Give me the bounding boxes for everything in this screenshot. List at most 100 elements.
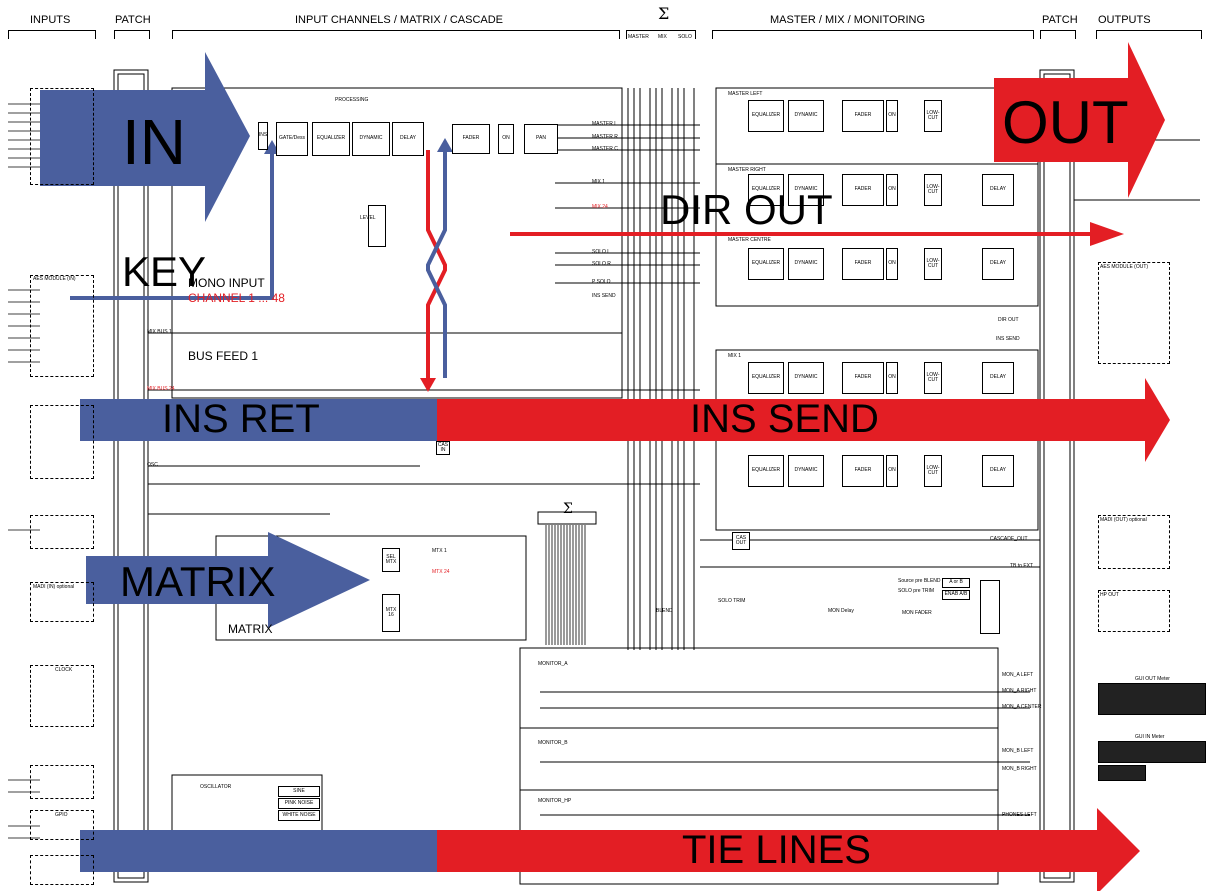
a-or-b-box: A or B — [942, 578, 970, 588]
white-noise-box: WHITE NOISE — [278, 810, 320, 821]
gate-box: GATE/Dess — [276, 122, 308, 156]
master-right-on: ON — [886, 174, 898, 206]
dir-out-small-label: DIR OUT — [998, 317, 1019, 323]
mix24-dyn: DYNAMIC — [788, 455, 824, 487]
osc-label: OSC — [147, 462, 158, 468]
mix24-fader: FADER — [842, 455, 884, 487]
master-left-dyn: DYNAMIC — [788, 100, 824, 132]
delay-box-channel: DELAY — [392, 122, 424, 156]
clock-module — [30, 665, 94, 727]
tb-mic-module — [30, 515, 94, 549]
channel-meter — [368, 205, 386, 247]
master-centre-label: MASTER CENTRE — [728, 237, 771, 243]
ins-ret-label: INS RET — [162, 397, 320, 442]
mix24-lowcut: LOW- CUT — [924, 455, 942, 487]
master-centre-lowcut: LOW- CUT — [924, 248, 942, 280]
mix-bus-1-label: MIX BUS 1 — [147, 329, 172, 335]
mic-line-module — [30, 88, 94, 185]
master-centre-fader: FADER — [842, 248, 884, 280]
solo-l-label: SOLO L — [592, 249, 610, 255]
gpio-module-2 — [30, 855, 94, 885]
mix-bus-24-label: MIX BUS 24 — [147, 386, 175, 392]
dynamic-box-channel: DYNAMIC — [352, 122, 390, 156]
mon-a-center-label: MON_A CENTER — [1002, 704, 1041, 710]
mix1-delay: DELAY — [982, 362, 1014, 394]
sine-box: SINE — [278, 786, 320, 797]
monitor-b-label: MONITOR_B — [538, 740, 568, 746]
clock-label: CLOCK — [55, 667, 72, 673]
midi-module — [30, 765, 94, 799]
solo-trim-label: SOLO TRIM — [718, 598, 745, 604]
mon-b-left-label: MON_B LEFT — [1002, 748, 1033, 754]
level-label: LEVEL — [360, 215, 376, 221]
master-centre-eq: EQUALIZER — [748, 248, 784, 280]
mon-delay-label: MON Delay — [828, 608, 854, 614]
mix1-section-label: MIX 1 — [728, 353, 741, 359]
master-left-label: MASTER LEFT — [728, 91, 762, 97]
ins-send-overlay: INS SEND — [690, 397, 879, 442]
madi-out-label: MADI (OUT) optional — [1100, 517, 1147, 523]
master-right-delay: DELAY — [982, 174, 1014, 206]
gui-in-meter — [1098, 741, 1206, 763]
aes-input-module — [30, 275, 94, 377]
solo-r-label: SOLO R — [592, 261, 611, 267]
blend-label: BLEND — [656, 608, 673, 614]
mon-a-right-label: MON_A RIGHT — [1002, 688, 1036, 694]
processing-label: PROCESSING — [335, 97, 368, 103]
master-centre-dyn: DYNAMIC — [788, 248, 824, 280]
aes-output-module — [1098, 262, 1170, 364]
key-overlay: KEY — [122, 248, 206, 296]
master-l-label: MASTER L — [592, 121, 617, 127]
cascade-out-label: CASCADE_OUT — [990, 536, 1028, 542]
ins-send-label-ch: INS SEND — [592, 293, 616, 299]
sel-mtx-box-16: MTX 16 — [382, 594, 400, 632]
aes-module-out-label: AES MODULE (OUT) — [1100, 264, 1148, 270]
master-right-label: MASTER RIGHT — [728, 167, 766, 173]
master-r-label: MASTER R — [592, 134, 618, 140]
mix24-eq: EQUALIZER — [748, 455, 784, 487]
solo-pre-trim-label: SOLO pre TRIM — [898, 588, 934, 594]
master-left-lowcut: LOW- CUT — [924, 100, 942, 132]
mon-a-left-label: MON_A LEFT — [1002, 672, 1033, 678]
mix1-on: ON — [886, 362, 898, 394]
mix1-lowcut: LOW- CUT — [924, 362, 942, 394]
mon-b-right-label: MON_B RIGHT — [1002, 766, 1037, 772]
mix24-on: ON — [886, 455, 898, 487]
mix1-dyn: DYNAMIC — [788, 362, 824, 394]
gui-out-meter — [1098, 683, 1206, 715]
master-centre-delay: DELAY — [982, 248, 1014, 280]
master-centre-on: ON — [886, 248, 898, 280]
line-in-module — [30, 405, 94, 479]
cas-out-box: CAS OUT — [732, 532, 750, 550]
master-right-lowcut: LOW- CUT — [924, 174, 942, 206]
aes-module-in-label: AES MODULE (IN) — [33, 276, 76, 282]
mon-meter — [980, 580, 1000, 634]
in-arrow-label: IN — [122, 105, 186, 179]
ins-box-1: INS — [258, 122, 268, 150]
eq-box-channel: EQUALIZER — [312, 122, 350, 156]
gui-out-label: GUI OUT Meter — [1135, 676, 1170, 682]
monitor-hp-label: MONITOR_HP — [538, 798, 571, 804]
madi-output-module — [1098, 515, 1170, 569]
gpio-label: GPIO — [55, 812, 68, 818]
source-pre-blend-label: Source pre BLEND — [898, 578, 941, 584]
on-box-channel: ON — [498, 124, 514, 154]
mon-fader-label: MON FADER — [902, 610, 932, 616]
cas-in-box: CAS IN — [436, 441, 450, 455]
matrix-sigma: Σ — [563, 501, 573, 517]
master-c-label: MASTER C — [592, 146, 618, 152]
master-left-fader: FADER — [842, 100, 884, 132]
pan-box: PAN — [524, 124, 558, 154]
sel-mtx-box-1: SEL MTX — [382, 548, 400, 572]
enab-ab-box: ENAB A/B — [942, 590, 970, 600]
fader-box-channel: FADER — [452, 124, 490, 154]
mix-1-label: MIX 1 — [592, 179, 605, 185]
out-arrow-label: OUT — [1002, 88, 1129, 157]
mix-24-label: MIX 24 — [592, 204, 608, 210]
mix1-fader: FADER — [842, 362, 884, 394]
hp-out-label: HP OUT — [1100, 592, 1119, 598]
master-left-on: ON — [886, 100, 898, 132]
mix24-delay: DELAY — [982, 455, 1014, 487]
phones-left-label: PHONES LEFT — [1002, 812, 1037, 818]
master-right-fader: FADER — [842, 174, 884, 206]
